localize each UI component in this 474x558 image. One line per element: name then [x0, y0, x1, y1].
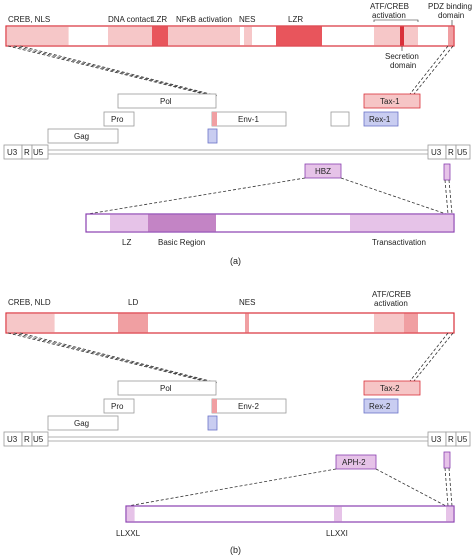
gene-pol-b-label: Pol — [160, 384, 172, 393]
hbz-basic-region-label: Basic Region — [158, 238, 205, 247]
ltr3-u3-b: U3 — [431, 435, 442, 444]
label-atf-creb-b: ATF/CREB — [372, 290, 411, 299]
gene-hbz — [304, 163, 342, 179]
panel-a: CREB, NLS DNA contact LZR NFκB activatio… — [3, 2, 472, 266]
tax1-protein-bar — [5, 25, 455, 47]
gene-tax2 — [363, 380, 421, 396]
gene-small-orf — [330, 111, 350, 127]
gene-rex1-label: Rex-1 — [369, 115, 391, 124]
label-secretion: Secretion — [385, 52, 419, 61]
gene-hbz-label: HBZ — [315, 167, 331, 176]
tax2-expansion-lines — [7, 332, 454, 384]
gene-aph2 — [335, 454, 377, 470]
ltr5-u3: U3 — [7, 148, 18, 157]
gene-gag-b — [47, 415, 119, 431]
gene-pol — [117, 93, 217, 109]
gene-pro — [103, 111, 135, 127]
ltr3-u5-b: U5 — [457, 435, 468, 444]
env2-tax-exon — [212, 399, 217, 413]
ltr3-u5: U5 — [457, 148, 468, 157]
label-creb-nls: CREB, NLS — [8, 15, 50, 24]
gene-tax1 — [363, 93, 421, 109]
gene-rex2-label: Rex-2 — [369, 402, 391, 411]
rex2-exon — [207, 415, 218, 431]
gene-pro-label: Pro — [111, 115, 124, 124]
gene-env1-label: Env-1 — [238, 115, 259, 124]
gene-gag-b-label: Gag — [74, 419, 89, 428]
gene-pol-label: Pol — [160, 97, 172, 106]
gene-gag-label: Gag — [74, 132, 89, 141]
genome-line-b — [3, 431, 471, 447]
ltr5-u5-b: U5 — [33, 435, 44, 444]
hbz-exon — [443, 163, 451, 181]
hbz-expansion-lines — [87, 177, 453, 215]
label-atf-creb: ATF/CREB — [370, 2, 409, 11]
gene-tax2-label: Tax-2 — [380, 384, 400, 393]
genome-line-a — [3, 144, 471, 160]
gene-tax1-label: Tax-1 — [380, 97, 400, 106]
ltr3-r: R — [448, 148, 454, 157]
gene-aph2-label: APH-2 — [342, 458, 366, 467]
label-nfkb-activation: NFκB activation — [176, 15, 232, 24]
gene-rex1 — [363, 111, 399, 127]
label-activation-b: activation — [374, 299, 408, 308]
label-lzr-2: LZR — [288, 15, 303, 24]
rex1-exon — [207, 128, 218, 144]
ltr5-r: R — [24, 148, 30, 157]
aph2-exon — [443, 451, 451, 469]
caption-b: (b) — [230, 545, 241, 555]
label-secretion-domain: domain — [390, 61, 416, 70]
gene-rex2 — [363, 398, 399, 414]
gene-env2-label: Env-2 — [238, 402, 259, 411]
panel-b: CREB, NLD LD NES ATF/CREB activation Pol… — [3, 290, 471, 555]
ltr5-r-b: R — [24, 435, 30, 444]
label-ld: LD — [128, 298, 138, 307]
label-nes-b: NES — [239, 298, 255, 307]
tax1-expansion-lines — [7, 45, 454, 97]
aph2-llxxl-label: LLXXL — [116, 529, 141, 538]
hbz-lz-label: LZ — [122, 238, 131, 247]
gene-pro-b-label: Pro — [111, 402, 124, 411]
aph2-llxxi-label: LLXXI — [326, 529, 348, 538]
gene-pro-b — [103, 398, 135, 414]
label-dna-contact: DNA contact — [108, 15, 153, 24]
aph2-expansion-lines — [127, 467, 453, 507]
atf-bracket — [373, 19, 419, 22]
ltr3-u3: U3 — [431, 148, 442, 157]
hbz-protein-bar — [85, 213, 455, 233]
label-nes: NES — [239, 15, 255, 24]
ltr3-r-b: R — [448, 435, 454, 444]
label-creb-nld: CREB, NLD — [8, 298, 51, 307]
env1-tax-exon — [212, 112, 217, 126]
label-pdz-binding: PDZ binding — [428, 2, 472, 11]
ltr5-u3-b: U3 — [7, 435, 18, 444]
tax2-protein-bar — [5, 312, 455, 334]
label-activation: activation — [372, 11, 406, 20]
hbz-transactivation-label: Transactivation — [372, 238, 426, 247]
label-pdz-domain: domain — [438, 11, 464, 20]
caption-a: (a) — [230, 256, 241, 266]
gene-gag — [47, 128, 119, 144]
aph2-protein-bar — [125, 505, 455, 523]
label-lzr-1: LZR — [152, 15, 167, 24]
gene-pol-b — [117, 380, 217, 396]
ltr5-u5: U5 — [33, 148, 44, 157]
